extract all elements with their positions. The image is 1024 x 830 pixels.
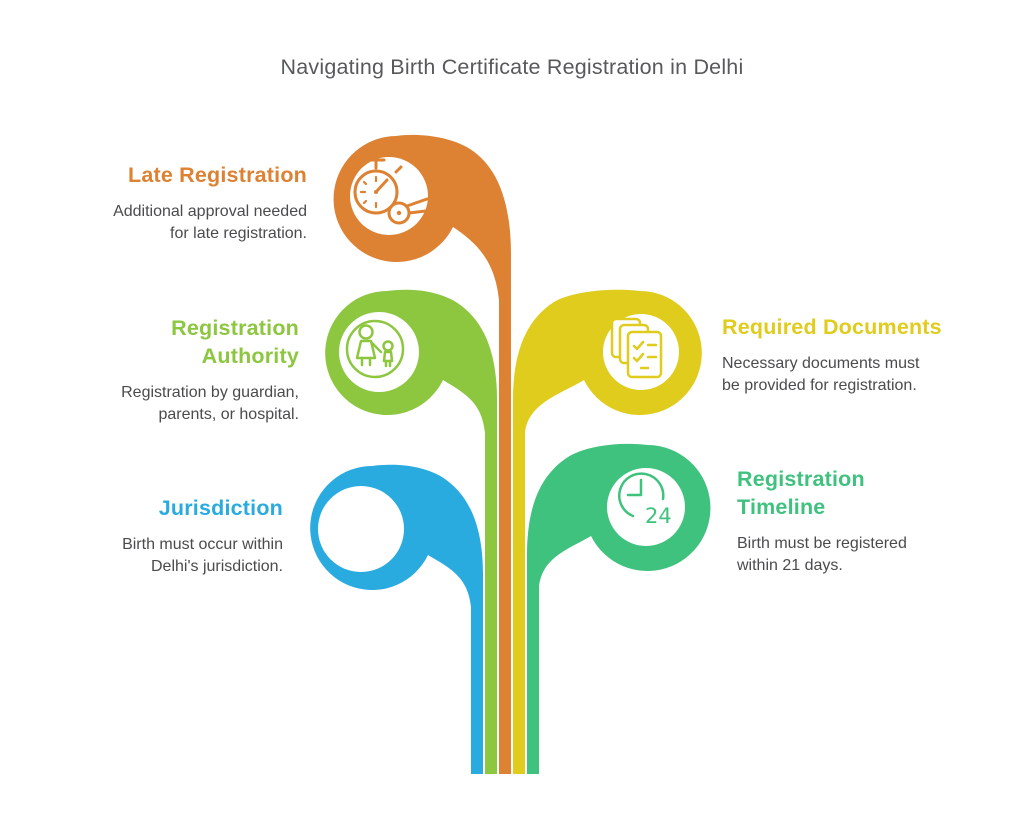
clock-24-label: 24 <box>645 504 672 528</box>
label-heading: Jurisdiction <box>158 496 283 520</box>
branch-hole <box>339 312 419 392</box>
branch-required-documents <box>513 289 702 774</box>
parent-child-icon <box>345 319 405 379</box>
branch-hole <box>318 486 404 572</box>
label-description: Registration by guardian, parents, or ho… <box>121 383 299 423</box>
branch-blob <box>333 134 511 774</box>
clock-24-icon: 24 <box>618 472 672 528</box>
label-description: Necessary documents must be provided for… <box>722 354 920 395</box>
branch-late-registration <box>333 134 511 774</box>
branch-hole <box>607 468 685 546</box>
label-registration-authority: Registration Authority Registration by g… <box>121 315 299 426</box>
label-heading: Registration Authority <box>171 316 299 368</box>
label-description: Birth must be registered within 21 days. <box>737 534 907 574</box>
stopwatch-whistle-icon <box>349 158 436 225</box>
label-required-documents: Required Documents Necessary documents m… <box>722 314 942 397</box>
label-heading: Registration Timeline <box>737 467 865 519</box>
branch-blob <box>513 289 702 774</box>
label-description: Additional approval needed for late regi… <box>113 202 307 243</box>
label-heading: Late Registration <box>127 163 307 187</box>
label-jurisdiction: Jurisdiction Birth must occur within Del… <box>122 495 283 578</box>
label-registration-timeline: Registration Timeline Birth must be regi… <box>737 466 907 577</box>
page-title: Navigating Birth Certificate Registratio… <box>280 55 744 79</box>
documents-checklist-icon <box>610 317 663 379</box>
branch-jurisdiction <box>310 464 483 774</box>
branch-hole <box>350 157 428 235</box>
label-description: Birth must occur within Delhi's jurisdic… <box>122 535 283 576</box>
branch-registration-timeline: 24 <box>527 443 711 774</box>
branch-registration-authority <box>325 289 497 774</box>
branch-blob <box>325 289 497 774</box>
label-late-registration: Late Registration Additional approval ne… <box>113 162 307 245</box>
label-heading: Required Documents <box>722 315 942 339</box>
